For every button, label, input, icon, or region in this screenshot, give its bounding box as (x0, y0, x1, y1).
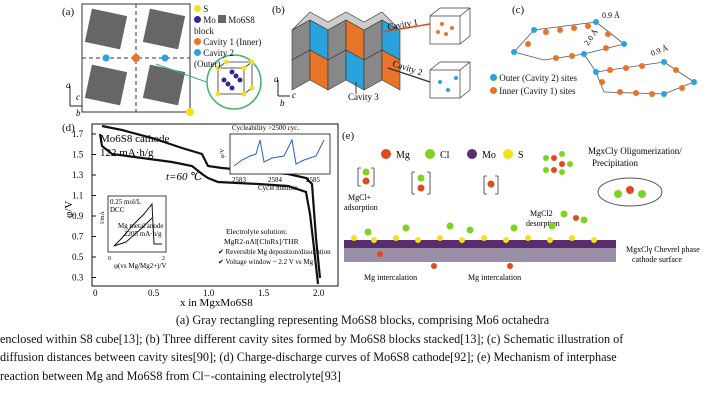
d-xlabel: x in MgxMo6S8 (180, 297, 253, 309)
e-des2: desorption (526, 219, 560, 228)
elec4: ✔ Voltage window ~ 2.2 V vs Mg (218, 258, 314, 266)
b-axis-a: a (274, 74, 279, 84)
e-oligo2: Precipitation (592, 158, 638, 168)
cv-x2: 2 (162, 256, 165, 262)
d-ytick-label: 0.9 (72, 211, 84, 221)
d-temp: t=60 ℃ (166, 171, 203, 183)
c-dist-3: 0.9 Å (650, 43, 670, 58)
panel-d: (d) 1.7 1.5 1.3 1.1 0.9 0.7 0.5 0.3 0 0.5 1.0 1.5 2… (62, 118, 342, 310)
elec3: ✔ Reversible Mg deposition/dissolution (218, 248, 331, 256)
panel-c-figure: 0.9 Å 2.0 Å 0.9 Å (511, 11, 697, 97)
inset-xlabel: Cycle number (258, 184, 298, 192)
cavity1-label: Cavity 1 (387, 17, 419, 32)
legend-cavity1: Cavity 1 (Inner) (203, 37, 262, 47)
panel-e-figure: Mg Cl Mo S MgxCly Oligomerization/ Preci… (344, 146, 700, 282)
panel-d-label: (d) (62, 122, 75, 134)
cv-xlabel: φ(vs Mg/Mg2+)/V (114, 262, 167, 270)
axis-c-label: c (76, 92, 80, 102)
d-title2: 122 mA·h/g (100, 147, 154, 159)
legend-outer: Outer (Cavity 2) sites (499, 73, 577, 83)
legend-inner: Inner (Cavity 1) sites (499, 86, 576, 96)
b-axis-b: b (280, 98, 285, 108)
inset-tick-3: 2585 (306, 176, 321, 184)
d-ytick-label: 0.3 (72, 273, 84, 283)
e-leg-cl: Cl (440, 150, 450, 161)
elec1: Electrolyte solution: (226, 227, 287, 236)
caption-line-1: (a) Gray rectangling representing Mo6S8 … (175, 313, 550, 327)
d-ytick-label: 1.5 (72, 150, 84, 160)
d-yticks: 1.7 1.5 1.3 1.1 0.9 0.7 0.5 0.3 (72, 129, 96, 283)
discharge-curve (98, 133, 320, 285)
figure-caption: (a) Gray rectangling representing Mo6S8 … (0, 311, 725, 385)
d-ytick-label: 0.7 (72, 232, 84, 242)
d-xtick-label: 0 (93, 288, 98, 298)
cv-dcc1: 0.25 mol/L (110, 198, 141, 206)
axis-b-label: b (76, 108, 81, 116)
d-ytick-label: 1.7 (72, 129, 84, 139)
inset-ylabel: φ/V (220, 148, 226, 158)
d-xtick-label: 1.0 (203, 288, 215, 298)
e-ads2: adsorption (344, 203, 378, 212)
charge-curve (101, 124, 322, 279)
cv-dcc2: DCC (110, 206, 125, 214)
d-ytick-label: 1.3 (72, 170, 84, 180)
inset-tick-1: 2583 (232, 176, 247, 184)
e-int1: Mg intercalation (364, 273, 417, 282)
panel-c-label: (c) (512, 4, 525, 16)
legend-mo: Mo (203, 15, 216, 25)
c-dist-2: 2.0 Å (582, 27, 600, 47)
panel-d-chart: 1.7 1.5 1.3 1.1 0.9 0.7 0.5 0.3 0 0.5 1.0 1.5 2.0 φ… (63, 123, 339, 309)
d-title1: Mo6S8 cathode (100, 133, 169, 145)
panel-a-label: (a) (62, 6, 75, 18)
e-leg-mo: Mo (482, 150, 496, 161)
d-ytick-label: 0.5 (72, 252, 84, 262)
d-xtick-label: 2.0 (313, 288, 325, 298)
d-xticks: 0 0.5 1.0 1.5 2.0 (93, 288, 325, 298)
e-oligo1: MgxCly Oligomerization/ (588, 146, 682, 156)
panel-b-label: (b) (272, 4, 285, 16)
e-leg-mg: Mg (396, 150, 410, 161)
panel-c: (c) 0.9 Å 2.0 Å 0.9 Å Outer (Cavity 2) s… (484, 2, 724, 118)
d-ytick-label: 1.1 (72, 191, 83, 201)
e-surf2: cathode surface (632, 255, 682, 264)
cavity3-label: Cavity 3 (348, 92, 379, 102)
e-ads1: MgCl+ (348, 193, 372, 202)
panel-e-label: (e) (342, 130, 355, 142)
inset-tick-2: 2584 (268, 176, 283, 184)
b-axis-c: c (292, 90, 296, 100)
legend-s: S (203, 4, 209, 14)
panel-c-legend: Outer (Cavity 2) sites Inner (Cavity 1) … (490, 72, 577, 98)
axis-a-label: a (66, 80, 71, 90)
panel-b-figure: Cavity 1 Cavity 2 Cavity 3 a b c (274, 7, 471, 108)
cv-ylabel: I/mA (100, 211, 106, 224)
panel-b: (b) Cavity 1 Cavity 2 Cavity 3 (270, 2, 480, 120)
panel-e: (e) Mg Cl Mo S MgxCly Oligomerization/ P… (340, 128, 725, 306)
e-surf1: MgxClγ Chevrel phase (626, 245, 700, 254)
caption-line-4: reaction between Mg and Mo6S8 from Cl−-c… (0, 368, 341, 383)
legend-block: Mo6S8 block (194, 15, 255, 36)
d-xtick-label: 0.5 (148, 288, 160, 298)
legend-cavity2: Cavity 2 (Outer) (194, 48, 234, 69)
e-des1: MgCl2 (530, 209, 553, 218)
elec2: MgR2-nAl[ClnRx]/THR (224, 237, 299, 246)
caption-line-3: diffusion distances between cavity sites… (0, 350, 617, 364)
panel-a-figure: a b c (66, 3, 262, 118)
e-int2: Mg intercalation (468, 273, 521, 282)
caption-line-2: enclosed within S8 cube[13]; (b) Three d… (0, 331, 624, 346)
d-xtick-label: 1.5 (258, 288, 270, 298)
d-ylabel: φ/V (63, 201, 75, 218)
e-leg-s: S (518, 150, 524, 161)
c-dist-1: 0.9 Å (602, 11, 620, 20)
cv-x0: 0 (108, 256, 111, 262)
cv-anode1: Mg metal anode (118, 222, 164, 230)
panel-a-legend: S Mo Mo6S8 block Cavity 1 (Inner) Cavity… (194, 4, 262, 70)
panel-a: (a) a b c S Mo Mo6S8 block Cavity 1 (Inn… (62, 2, 262, 118)
cv-anode2: 2205 mA·h/g (124, 230, 162, 238)
inset-title: Cycleability >2500 cyc. (232, 124, 299, 132)
